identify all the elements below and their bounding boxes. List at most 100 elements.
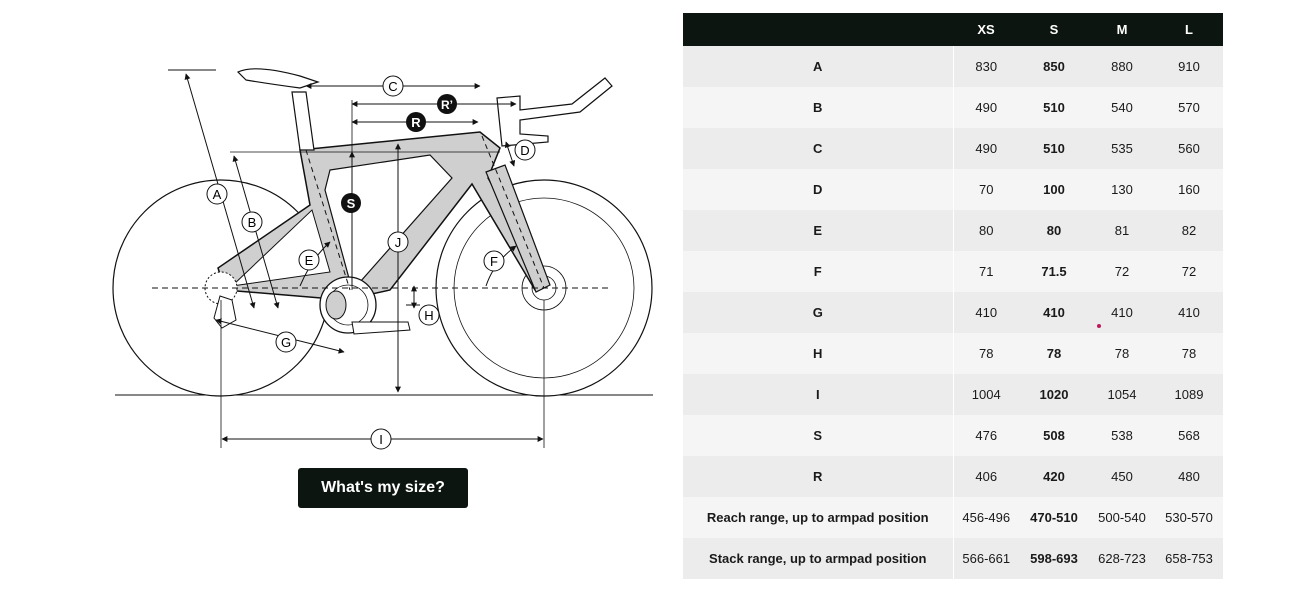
row-value: 910 — [1155, 46, 1223, 87]
row-label: I — [683, 374, 954, 415]
row-value: 78 — [1155, 333, 1223, 374]
row-value: 470-510 — [1019, 497, 1089, 538]
row-value: 598-693 — [1019, 538, 1089, 579]
row-value: 1004 — [953, 374, 1019, 415]
cursor-dot — [1097, 324, 1101, 328]
row-value: 538 — [1089, 415, 1155, 456]
row-value: 500-540 — [1089, 497, 1155, 538]
row-label: C — [683, 128, 954, 169]
row-value: 80 — [953, 210, 1019, 251]
row-label: F — [683, 251, 954, 292]
label-H: H — [418, 304, 440, 326]
bike-geometry-diagram: A B C D E F G H I J R R’ S — [112, 68, 653, 450]
row-label: S — [683, 415, 954, 456]
row-value: 530-570 — [1155, 497, 1223, 538]
row-value: 570 — [1155, 87, 1223, 128]
saddle — [236, 68, 320, 89]
row-value: 130 — [1089, 169, 1155, 210]
seatpost — [291, 91, 315, 151]
svg-text:R: R — [411, 115, 421, 130]
row-label: D — [683, 169, 954, 210]
row-value: 540 — [1089, 87, 1155, 128]
aero-bars — [496, 77, 613, 147]
row-value: 456-496 — [953, 497, 1019, 538]
svg-text:G: G — [281, 335, 291, 350]
svg-text:S: S — [347, 196, 356, 211]
svg-text:H: H — [424, 308, 433, 323]
row-value: 450 — [1089, 456, 1155, 497]
row-value: 81 — [1089, 210, 1155, 251]
label-F: F — [483, 250, 505, 272]
row-label: Reach range, up to armpad position — [683, 497, 954, 538]
label-R: R — [406, 112, 426, 132]
row-value: 490 — [953, 128, 1019, 169]
svg-text:I: I — [379, 432, 383, 447]
header-m: M — [1089, 13, 1155, 46]
row-label: Stack range, up to armpad position — [683, 538, 954, 579]
svg-text:F: F — [490, 254, 498, 269]
svg-text:B: B — [248, 215, 257, 230]
row-value: 510 — [1019, 128, 1089, 169]
row-value: 1089 — [1155, 374, 1223, 415]
svg-text:R’: R’ — [441, 98, 453, 112]
row-value: 1020 — [1019, 374, 1089, 415]
row-value: 82 — [1155, 210, 1223, 251]
row-value: 508 — [1019, 415, 1089, 456]
row-value: 490 — [953, 87, 1019, 128]
row-value: 535 — [1089, 128, 1155, 169]
row-value: 78 — [1019, 333, 1089, 374]
row-value: 476 — [953, 415, 1019, 456]
header-xs: XS — [953, 13, 1019, 46]
svg-text:C: C — [388, 79, 397, 94]
row-value: 71.5 — [1019, 251, 1089, 292]
row-value: 78 — [1089, 333, 1155, 374]
label-C: C — [382, 75, 404, 97]
svg-text:J: J — [395, 235, 402, 250]
label-A: A — [206, 183, 228, 205]
row-value: 72 — [1089, 251, 1155, 292]
row-label: B — [683, 87, 954, 128]
row-value: 80 — [1019, 210, 1089, 251]
label-R-prime: R’ — [437, 94, 457, 114]
row-value: 830 — [953, 46, 1019, 87]
row-value: 70 — [953, 169, 1019, 210]
row-value: 850 — [1019, 46, 1089, 87]
row-value: 160 — [1155, 169, 1223, 210]
table-header-row: XS S M L — [683, 13, 1223, 46]
row-value: 410 — [1019, 292, 1089, 333]
header-s: S — [1019, 13, 1089, 46]
row-value: 480 — [1155, 456, 1223, 497]
label-S: S — [341, 193, 361, 213]
front-fork — [485, 164, 551, 293]
row-value: 658-753 — [1155, 538, 1223, 579]
row-value: 72 — [1155, 251, 1223, 292]
row-value: 510 — [1019, 87, 1089, 128]
label-J: J — [387, 231, 409, 253]
row-value: 410 — [1155, 292, 1223, 333]
row-value: 410 — [953, 292, 1019, 333]
svg-text:D: D — [520, 143, 529, 158]
row-value: 568 — [1155, 415, 1223, 456]
header-empty — [683, 13, 953, 46]
row-label: A — [683, 46, 954, 87]
svg-text:A: A — [213, 187, 222, 202]
row-label: E — [683, 210, 954, 251]
row-value: 406 — [953, 456, 1019, 497]
crank-arm — [351, 321, 411, 335]
header-l: L — [1155, 13, 1223, 46]
whats-my-size-button[interactable]: What's my size? — [298, 468, 468, 508]
